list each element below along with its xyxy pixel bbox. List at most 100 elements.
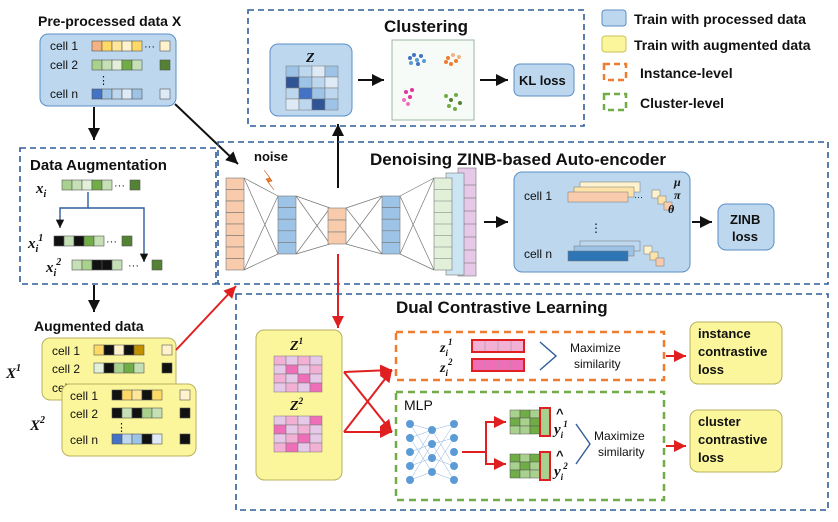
data-augmentation: Data Augmentation xi ··· xi1 ··· xi2 [19, 147, 217, 285]
contrastive-title: Dual Contrastive Learning [396, 298, 608, 317]
instance-maximize-1: Maximize [570, 341, 621, 355]
augmented2-row2-cells [111, 407, 191, 419]
arrow-augmented-to-autoencoder [175, 285, 237, 351]
instance-zi2-label: zi2 [439, 357, 453, 378]
arrow-mlp-to-y2 [485, 452, 506, 470]
augmented2-row1-cells [111, 389, 191, 401]
augmented2-cell2: cell 2 [70, 407, 98, 421]
cluster-y1-hat: ^ [556, 406, 564, 421]
augmentation-title: Data Augmentation [30, 157, 167, 174]
instance-bracket-icon [539, 341, 558, 371]
legend-augmented-label: Train with augmented data [634, 37, 811, 53]
autoencoder-title: Denoising ZINB-based Auto-encoder [370, 150, 666, 169]
preprocessed-title: Pre-processed data X [38, 13, 182, 29]
preprocessed-cell2: cell 2 [50, 58, 78, 72]
augmentation-xi2-ellipsis: ··· [128, 260, 139, 272]
contrastive-z2-matrix [273, 415, 323, 453]
augmented1-row2-cells [93, 362, 173, 374]
zinb-pi: π [674, 188, 681, 202]
cluster-y2-label: yi2 [552, 461, 568, 482]
instance-zi2-vector [471, 358, 525, 372]
zinb-celln-stack [567, 240, 665, 267]
augmented1-row1-cells [93, 344, 173, 356]
arrow-to-autoencoder [174, 103, 239, 165]
preprocessed-row2-cells [91, 59, 171, 71]
augmented2-celln: cell n [70, 433, 98, 447]
decoder-hidden-layer [381, 195, 401, 255]
contrastive-module: Dual Contrastive Learning Z1 Z2 zi1 zi2 [235, 293, 829, 511]
augmented-x1: X1 [5, 363, 21, 382]
autoencoder-module: Denoising ZINB-based Auto-encoder noise [217, 141, 829, 285]
augmentation-xi2: xi2 [45, 257, 61, 279]
augmentation-xi1: xi1 [27, 233, 43, 255]
augmentation-xi1-cells [53, 235, 133, 247]
augmentation-xi1-ellipsis: ··· [106, 236, 117, 248]
preprocessed-cell1: cell 1 [50, 39, 78, 53]
preprocessed-rown-cells [91, 88, 171, 100]
contrastive-arrows [343, 364, 393, 438]
augmented-data: Augmented data X1 cell 1 cell 2 cell X2 … [5, 318, 197, 457]
cluster-level-box [394, 390, 666, 502]
legend-augmented-swatch [601, 35, 627, 53]
cluster-scatter-box [391, 39, 475, 121]
cluster-loss-box [689, 409, 783, 473]
legend-cluster-swatch [602, 92, 628, 112]
legend-cluster-label: Cluster-level [640, 95, 724, 111]
instance-zi1-vector [471, 339, 525, 353]
augmentation-xi-ellipsis: ··· [114, 180, 125, 192]
instance-loss-line3: loss [698, 362, 724, 377]
cluster-y2-hat: ^ [556, 448, 564, 463]
encoder-hidden-layer [277, 195, 297, 255]
augmented-x2: X2 [29, 415, 45, 434]
preprocessed-data: Pre-processed data X cell 1 cell 2 ⋮ cel… [38, 13, 182, 107]
instance-zi1-label: zi1 [439, 337, 452, 358]
cluster-bracket-icon [575, 423, 591, 465]
augmentation-box [19, 147, 217, 285]
cluster-loss-line1: cluster [698, 414, 741, 429]
legend-processed-label: Train with processed data [634, 11, 806, 27]
zinb-loss-line2: loss [732, 229, 758, 244]
clustering-module: Clustering Z KL loss [247, 9, 585, 127]
cluster-maximize-2: similarity [598, 445, 645, 459]
autoencoder-connections [243, 177, 435, 271]
instance-maximize-2: similarity [574, 357, 621, 371]
noise-label: noise [254, 149, 288, 164]
zinb-loss-box [717, 203, 775, 251]
preprocessed-ellipsis: ··· [144, 41, 155, 53]
preprocessed-dots: ⋮ [98, 75, 109, 87]
clustering-title: Clustering [384, 17, 468, 36]
contrastive-box [235, 293, 829, 511]
autoencoder-box [217, 141, 829, 285]
zinb-cell1-ellipsis: ··· [634, 192, 643, 202]
legend-instance-swatch [602, 62, 628, 82]
mlp-label: MLP [404, 397, 433, 413]
augmented-title: Augmented data [34, 318, 144, 334]
legend: Train with processed data Train with aug… [601, 9, 811, 112]
contrastive-z1-label: Z1 [289, 336, 303, 354]
augmented2-cell1: cell 1 [70, 389, 98, 403]
kl-loss-label: KL loss [519, 73, 566, 88]
augmentation-xi2-cells [71, 259, 163, 271]
cluster-scatter [402, 53, 462, 111]
kl-loss-box [513, 63, 575, 97]
cluster-loss-line3: loss [698, 450, 724, 465]
augmented2-dots: ⋮ [116, 422, 127, 434]
augmented1-cell2: cell 2 [52, 362, 80, 376]
cluster-y2-matrix [509, 451, 551, 481]
instance-loss-line1: instance [698, 326, 751, 341]
preprocessed-celln: cell n [50, 87, 78, 101]
augmented-box-2 [61, 383, 197, 457]
cluster-loss-line2: contrastive [698, 432, 767, 447]
bottleneck-layer [327, 207, 347, 245]
cluster-y1-label: yi1 [552, 419, 568, 440]
clustering-z-label: Z [305, 51, 315, 66]
instance-loss-box [689, 321, 783, 385]
instance-loss-line2: contrastive [698, 344, 767, 359]
encoder-input-layer [225, 177, 245, 271]
zinb-cell1-stack [567, 181, 673, 211]
decoder-output-layers [433, 167, 477, 277]
preprocessed-row1-cells [91, 40, 171, 52]
legend-instance-label: Instance-level [640, 65, 733, 81]
zinb-mu: μ [673, 175, 681, 189]
